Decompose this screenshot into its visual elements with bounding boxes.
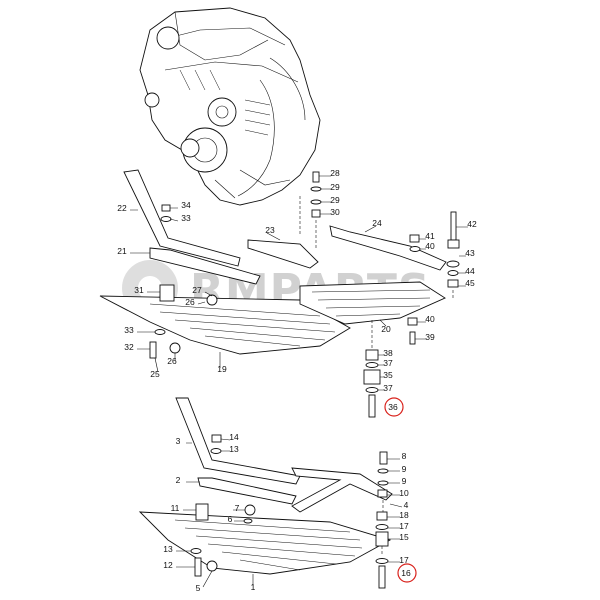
callouts-circled: 36 16 bbox=[384, 397, 417, 583]
callout-23: 23 bbox=[265, 225, 275, 235]
callout-8: 8 bbox=[402, 451, 407, 461]
callout-18: 18 bbox=[399, 510, 409, 520]
callout-29: 29 bbox=[330, 195, 340, 205]
bracket-4 bbox=[291, 467, 393, 513]
lower-assembly bbox=[138, 397, 403, 589]
callout-13: 13 bbox=[163, 544, 173, 554]
callout-43: 43 bbox=[465, 248, 475, 258]
callout-45: 45 bbox=[465, 278, 475, 288]
callout-3: 3 bbox=[176, 436, 181, 446]
callout-39: 39 bbox=[425, 332, 435, 342]
callout-9: 9 bbox=[402, 476, 407, 486]
callout-11: 11 bbox=[171, 503, 180, 513]
bracket-2 bbox=[197, 477, 297, 505]
callout-44: 44 bbox=[465, 266, 475, 276]
bracket-24 bbox=[329, 225, 447, 271]
callout-16: 16 bbox=[401, 568, 411, 578]
bracket-22 bbox=[123, 169, 241, 267]
callout-36: 36 bbox=[388, 402, 398, 412]
callout-2: 2 bbox=[176, 475, 181, 485]
callout-28: 28 bbox=[330, 168, 340, 178]
callout-33: 33 bbox=[124, 325, 134, 335]
callout-5: 5 bbox=[196, 583, 201, 593]
callout-13: 13 bbox=[229, 444, 239, 454]
callout-40: 40 bbox=[425, 314, 435, 324]
callout-14: 14 bbox=[229, 432, 239, 442]
callout-41: 41 bbox=[425, 231, 435, 241]
callout-31: 31 bbox=[134, 285, 144, 295]
callout-30: 30 bbox=[330, 207, 340, 217]
callout-22: 22 bbox=[117, 203, 127, 213]
callout-7: 7 bbox=[235, 503, 240, 513]
engine-illustration bbox=[139, 7, 321, 206]
fasteners-lower bbox=[190, 434, 389, 589]
callout-6: 6 bbox=[228, 514, 233, 524]
bracket-23 bbox=[247, 239, 319, 269]
skid-plate-1 bbox=[138, 511, 392, 575]
skid-plate-20 bbox=[299, 281, 446, 325]
callout-34: 34 bbox=[181, 200, 191, 210]
callout-26: 26 bbox=[167, 356, 177, 366]
callout-circle-16 bbox=[397, 563, 417, 583]
callout-12: 12 bbox=[163, 560, 173, 570]
upper-assembly bbox=[99, 169, 468, 418]
bracket-21 bbox=[149, 247, 261, 285]
callout-27: 27 bbox=[192, 285, 202, 295]
callout-circle-36 bbox=[384, 397, 404, 417]
callout-20: 20 bbox=[381, 324, 391, 334]
callout-40: 40 bbox=[425, 241, 435, 251]
callout-21: 21 bbox=[117, 246, 127, 256]
callout-32: 32 bbox=[124, 342, 134, 352]
callout-24: 24 bbox=[372, 218, 382, 228]
fasteners-upper bbox=[149, 171, 460, 418]
callout-37: 37 bbox=[383, 383, 393, 393]
callout-10: 10 bbox=[399, 488, 409, 498]
callout-37: 37 bbox=[383, 358, 393, 368]
callout-26: 26 bbox=[185, 297, 195, 307]
callout-17: 17 bbox=[399, 521, 409, 531]
callout-1: 1 bbox=[251, 582, 256, 592]
callout-17: 17 bbox=[399, 555, 409, 565]
callout-33: 33 bbox=[181, 213, 191, 223]
callout-4: 4 bbox=[404, 500, 409, 510]
callout-25: 25 bbox=[150, 369, 160, 379]
callout-38: 38 bbox=[383, 348, 393, 358]
callout-29: 29 bbox=[330, 182, 340, 192]
callout-42: 42 bbox=[467, 219, 477, 229]
callout-9: 9 bbox=[402, 464, 407, 474]
callout-15: 15 bbox=[399, 532, 409, 542]
callout-19: 19 bbox=[217, 364, 227, 374]
callout-35: 35 bbox=[383, 370, 393, 380]
